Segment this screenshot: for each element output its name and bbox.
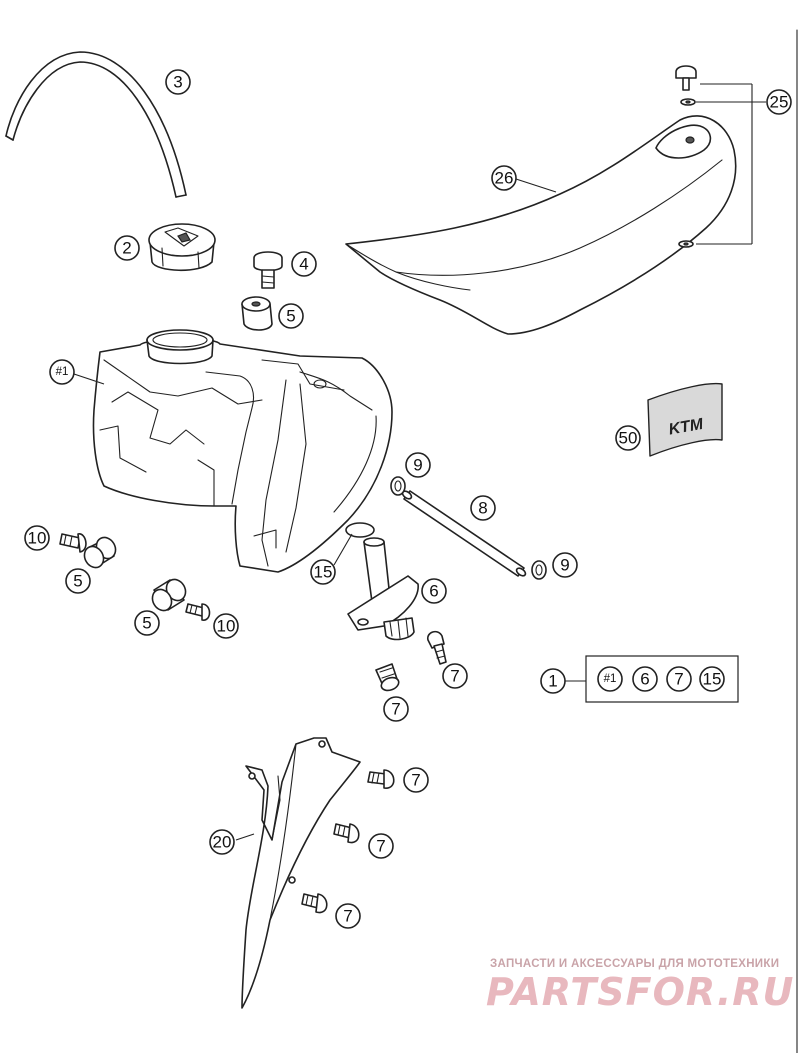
tank-spoiler-20	[241, 737, 361, 1009]
callout-26: 26	[491, 165, 517, 191]
callout-5-left: 5	[65, 568, 91, 594]
callout-7-tap-right: 7	[442, 663, 468, 689]
leader-lines	[73, 83, 766, 841]
kit-callout-6: 6	[632, 666, 658, 692]
svg-text:5: 5	[73, 572, 82, 591]
fuel-cap	[148, 223, 216, 272]
svg-text:7: 7	[391, 700, 400, 719]
svg-text:#1: #1	[56, 366, 69, 378]
screw-10b	[185, 603, 211, 621]
svg-text:26: 26	[495, 169, 514, 188]
svg-text:10: 10	[28, 529, 47, 548]
callout-9-top: 9	[405, 452, 431, 478]
svg-text:10: 10	[217, 617, 236, 636]
svg-text:6: 6	[429, 582, 438, 601]
callout-2: 2	[114, 235, 140, 261]
breather-hose	[5, 51, 187, 198]
svg-text:8: 8	[478, 499, 487, 518]
svg-text:#1: #1	[604, 673, 617, 685]
callout-4: 4	[291, 251, 317, 277]
bolt-4	[253, 251, 283, 289]
callout-6: 6	[421, 578, 447, 604]
callout-15: 15	[310, 559, 336, 585]
callout-10-mid: 10	[213, 613, 239, 639]
svg-text:6: 6	[640, 670, 649, 689]
o-ring-15	[345, 522, 375, 538]
ktm-logo-text: KTM	[667, 416, 705, 439]
svg-text:1: 1	[548, 672, 557, 691]
callout-9-bottom: 9	[552, 552, 578, 578]
callout-5-mid: 5	[134, 610, 160, 636]
kit-callout-hash1: #1	[597, 666, 623, 692]
callout-7-tap-left: 7	[383, 696, 409, 722]
screw-7e	[301, 893, 328, 914]
callout-8: 8	[470, 495, 496, 521]
hose-clamp-9a	[390, 476, 406, 496]
watermark-tagline: ЗАПЧАСТИ И АКСЕССУАРЫ ДЛЯ МОТОТЕХНИКИ	[490, 958, 780, 970]
fuel-tap-6	[347, 537, 419, 641]
kit-callout-15: 15	[699, 666, 725, 692]
vent-hose-8	[401, 490, 527, 577]
screw-7b	[375, 663, 400, 692]
svg-text:4: 4	[299, 255, 308, 274]
svg-text:7: 7	[674, 670, 683, 689]
callout-1: 1	[540, 668, 566, 694]
callout-7-spoiler-mid: 7	[368, 833, 394, 859]
ktm-decal: KTM	[647, 382, 723, 457]
screw-7d	[333, 823, 360, 844]
callout-50: 50	[615, 425, 641, 451]
bushing-5-left	[83, 536, 117, 569]
screw-7a	[427, 630, 447, 665]
seat	[345, 115, 737, 335]
fuel-tank	[92, 329, 393, 573]
svg-text:15: 15	[314, 563, 333, 582]
callout-7-spoiler-top: 7	[403, 767, 429, 793]
seat-screw-25	[675, 65, 697, 248]
svg-text:25: 25	[770, 93, 789, 112]
svg-text:9: 9	[560, 556, 569, 575]
svg-text:3: 3	[173, 73, 182, 92]
kit-box	[585, 655, 739, 703]
svg-text:7: 7	[376, 837, 385, 856]
svg-text:9: 9	[413, 456, 422, 475]
svg-text:5: 5	[286, 307, 295, 326]
hose-clamp-9b	[531, 560, 547, 580]
svg-text:20: 20	[213, 833, 232, 852]
callout-25: 25	[766, 89, 792, 115]
callout-10-left: 10	[24, 525, 50, 551]
screw-7c	[367, 769, 395, 789]
svg-text:50: 50	[619, 429, 638, 448]
callout-3: 3	[165, 69, 191, 95]
svg-text:7: 7	[343, 907, 352, 926]
callout-hash1: #1	[49, 359, 75, 385]
screw-10a	[59, 533, 87, 553]
callout-5-top: 5	[278, 303, 304, 329]
svg-text:2: 2	[122, 239, 131, 258]
callout-7-spoiler-bottom: 7	[335, 903, 361, 929]
svg-text:15: 15	[703, 670, 722, 689]
svg-text:7: 7	[411, 771, 420, 790]
watermark-brand: PARTSFOR.RU	[486, 970, 795, 1014]
svg-text:7: 7	[450, 667, 459, 686]
svg-text:5: 5	[142, 614, 151, 633]
callout-20: 20	[209, 829, 235, 855]
bushing-5-top	[241, 296, 273, 331]
kit-callout-7: 7	[666, 666, 692, 692]
bushing-5-mid	[151, 578, 187, 612]
